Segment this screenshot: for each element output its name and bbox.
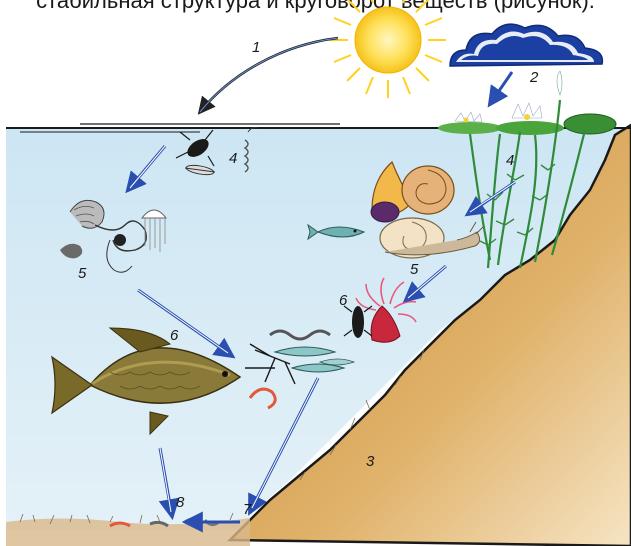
label-2: 2 [529, 69, 539, 86]
label-6-fish: 6 [170, 327, 179, 344]
label-8: 8 [176, 494, 185, 511]
water-lily-icon [438, 71, 616, 135]
arrow-1 [200, 38, 338, 112]
label-3: 3 [366, 453, 375, 470]
label-4-surface: 4 [229, 150, 237, 167]
label-6-anemone: 6 [339, 292, 348, 309]
label-7: 7 [243, 501, 252, 518]
arrow-2 [490, 72, 512, 104]
label-5-plankton: 5 [78, 265, 87, 282]
label-4-plants: 4 [506, 152, 514, 169]
sun-icon [330, 0, 446, 98]
label-1: 1 [252, 39, 260, 56]
label-5-snails: 5 [410, 261, 419, 278]
